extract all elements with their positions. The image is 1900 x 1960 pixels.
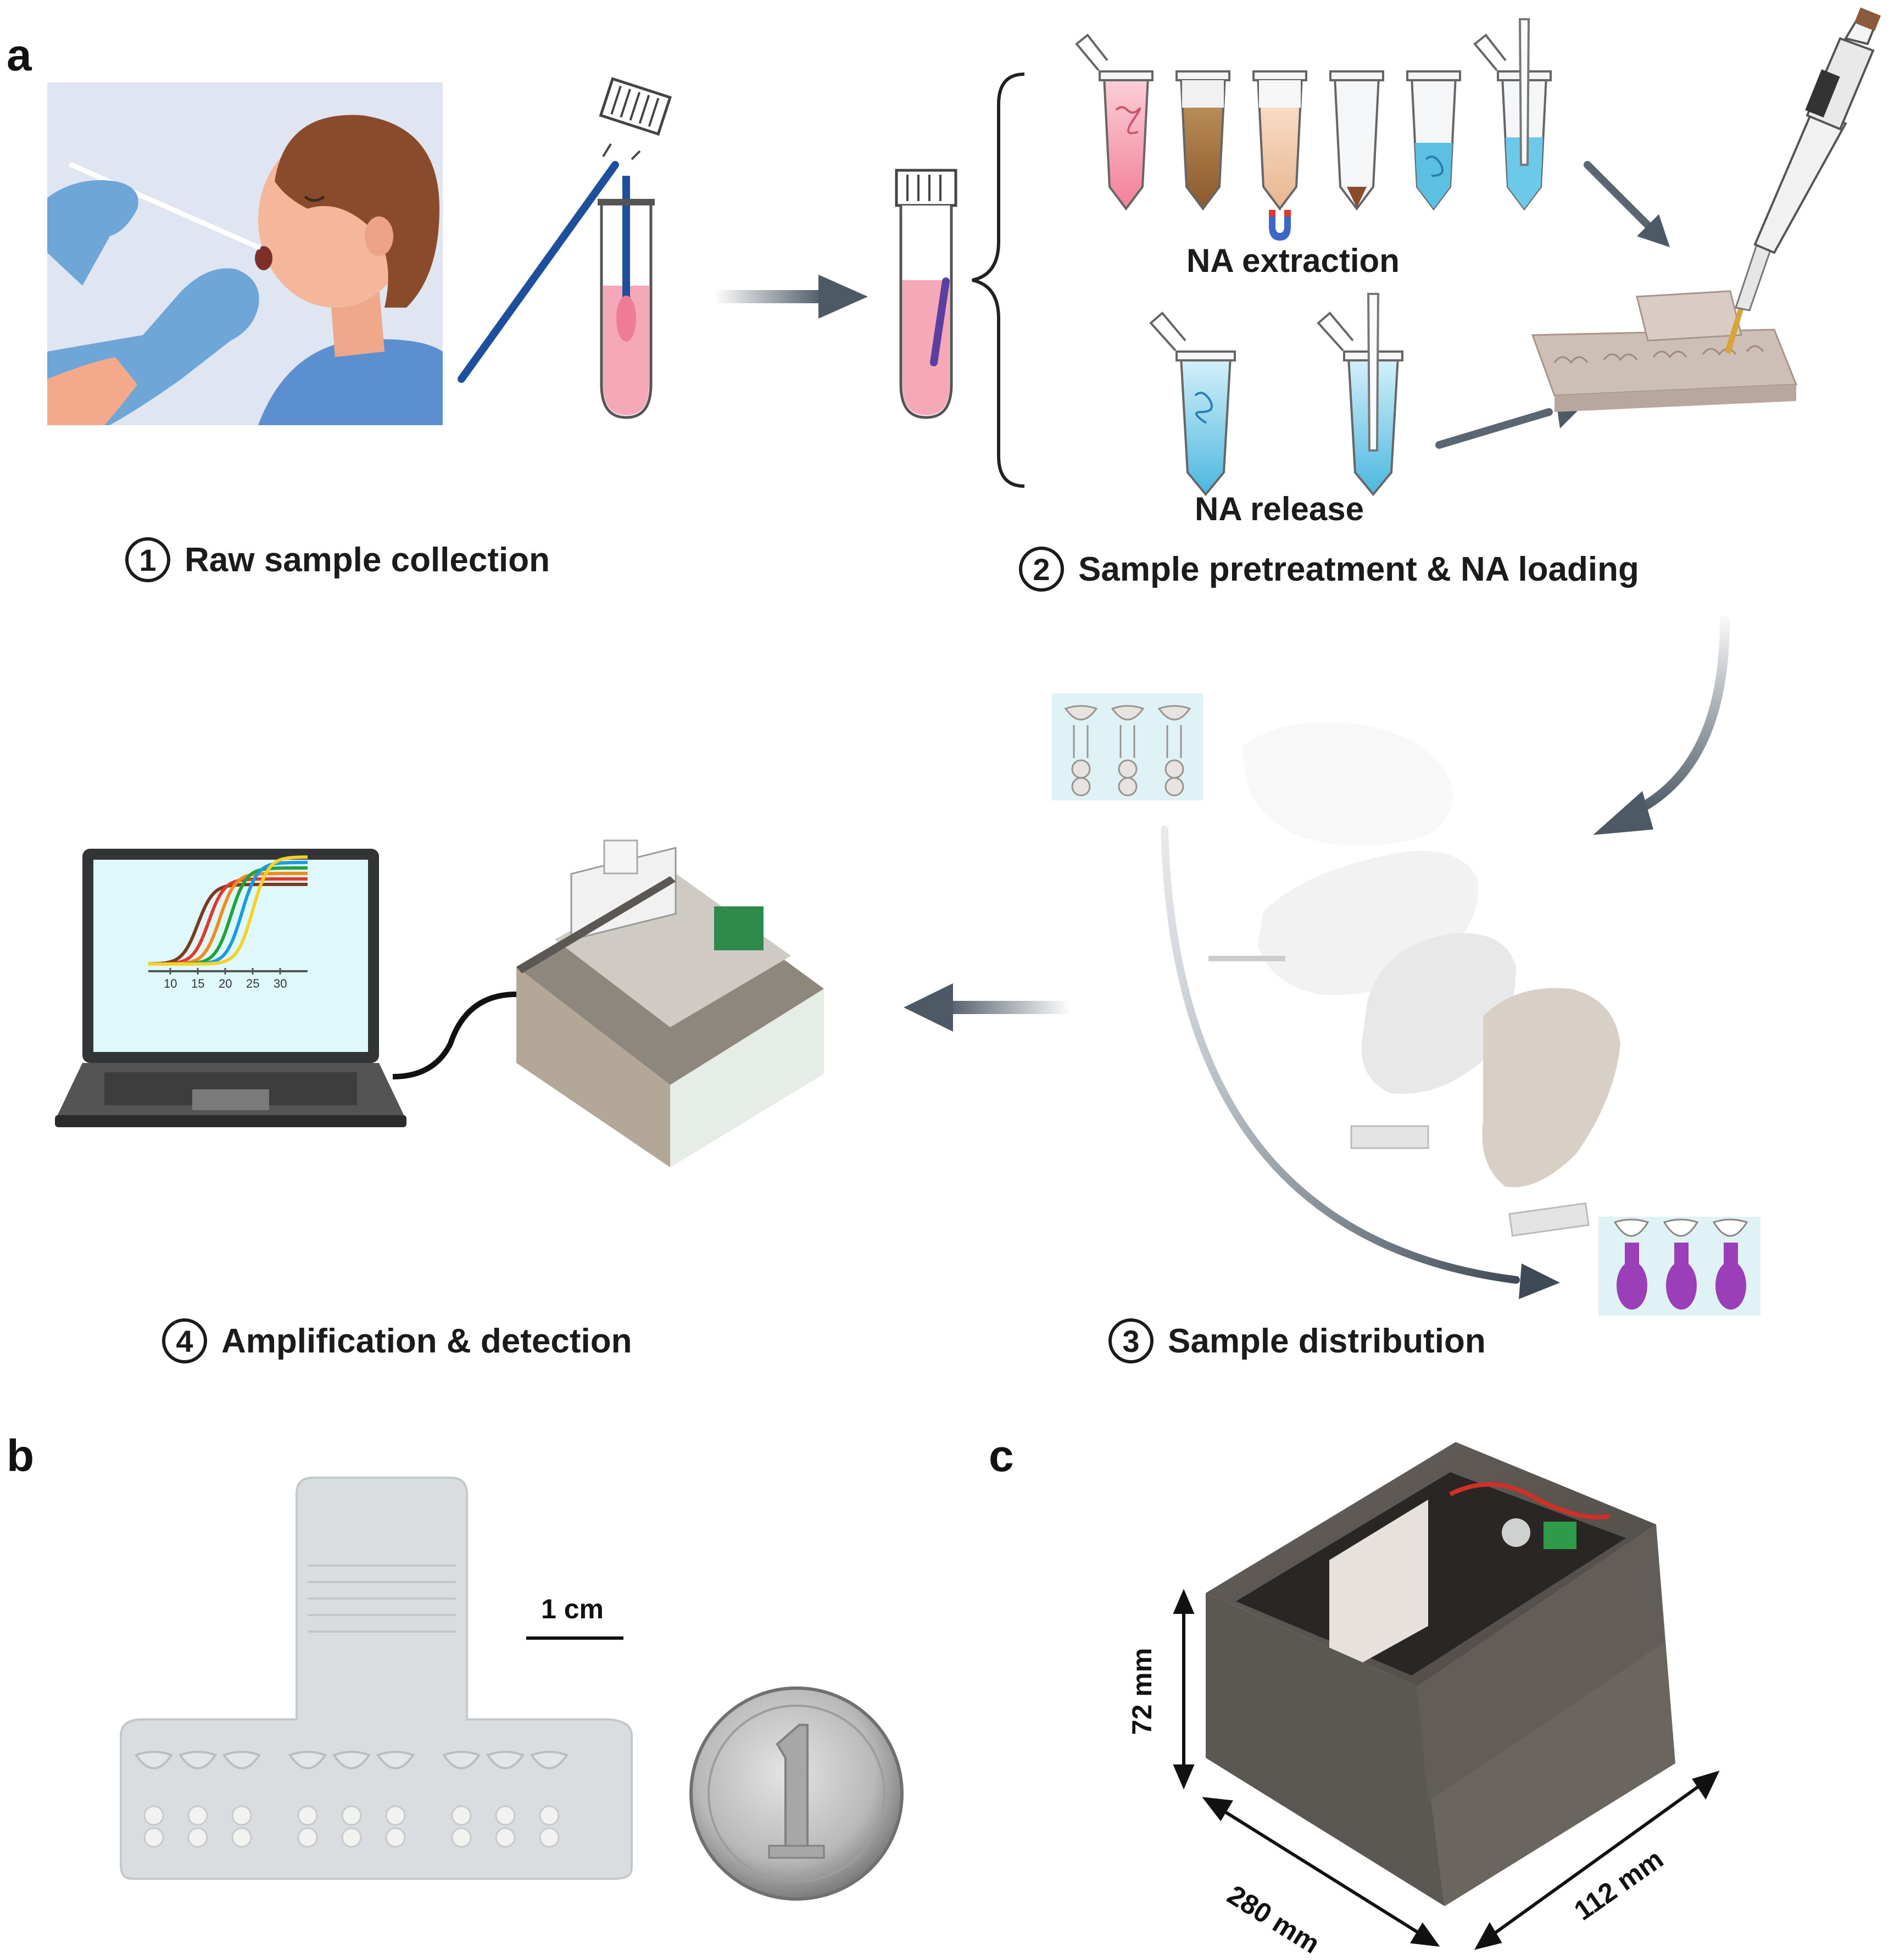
laptop-tick-15: 15 [191, 977, 205, 990]
panel-label-c: c [989, 1431, 1014, 1481]
illustration-device [516, 839, 824, 1167]
chip-well-cup [178, 1751, 218, 1769]
label-na-extraction: NA extraction [1186, 242, 1400, 279]
step-2-number: 2 [1019, 547, 1064, 592]
chip-well-cup [332, 1751, 371, 1769]
chip-well-cup [530, 1751, 569, 1769]
chip-reaction-well [495, 1827, 516, 1848]
scale-bar-label: 1 cm [541, 1594, 604, 1624]
photo-coin [689, 1686, 904, 1901]
chip-reaction-well [143, 1827, 164, 1848]
photo-chip [120, 1477, 633, 1880]
step-1-label: 1 Raw sample collection [125, 537, 550, 582]
usb-cable [392, 992, 517, 1079]
step-4-text: Amplification & detection [221, 1322, 632, 1360]
illustration-swab-tube [458, 77, 672, 419]
chip-reaction-well [297, 1827, 318, 1848]
illustration-laptop [55, 849, 406, 1127]
photo-device [1206, 1442, 1675, 1906]
chip-reaction-well [539, 1827, 560, 1848]
dimension-arrows [1173, 1589, 1720, 1950]
label-na-release: NA release [1195, 491, 1364, 527]
chip-well-cup [222, 1751, 261, 1769]
step-1-number: 1 [125, 537, 170, 582]
chip-well-cup [134, 1751, 174, 1769]
step-2-text: Sample pretreatment & NA loading [1078, 550, 1639, 588]
chip-reaction-well [231, 1805, 252, 1826]
chip-reaction-well [495, 1805, 516, 1826]
chip-well-cup [376, 1751, 415, 1769]
chip-top-view [1052, 693, 1203, 800]
chip-well-cup [288, 1751, 327, 1769]
step-3-label: 3 Sample distribution [1108, 1318, 1486, 1363]
arrow-to-detection [904, 983, 1071, 1032]
tubes-na-extraction [1075, 18, 1552, 241]
chip-reaction-well [341, 1827, 362, 1848]
chip-reaction-well [385, 1827, 406, 1848]
step-3-text: Sample distribution [1168, 1322, 1486, 1360]
chip-wells [134, 1751, 569, 1848]
step-2-label: 2 Sample pretreatment & NA loading [1019, 547, 1639, 592]
arrow-to-distribution [1593, 616, 1730, 835]
laptop-tick-25: 25 [246, 977, 260, 990]
chip-reaction-well [231, 1827, 252, 1848]
chip-reaction-well [451, 1827, 472, 1848]
step-1-text: Raw sample collection [185, 541, 550, 579]
amplification-curves [148, 855, 308, 966]
dimension-height: 72 mm [1127, 1647, 1158, 1735]
laptop-tick-20: 20 [219, 977, 232, 990]
illustration-sealed-tube [895, 169, 957, 419]
chip-reaction-well [297, 1805, 318, 1826]
chip-reaction-well [143, 1805, 164, 1826]
chip-reaction-well [341, 1805, 362, 1826]
tubes-na-release [1149, 293, 1403, 497]
gloved-hands-sequence [1208, 722, 1620, 1237]
chip-reaction-well [385, 1805, 406, 1826]
chip-reaction-well [187, 1827, 208, 1848]
laptop-tick-30: 30 [274, 977, 287, 990]
amplification-curve [148, 855, 308, 966]
step-3-number: 3 [1108, 1318, 1154, 1363]
step-4-number: 4 [162, 1318, 207, 1363]
illustration-swab-collection [47, 82, 443, 425]
arrow-to-sealed-tube [714, 275, 868, 319]
chip-well-cup [486, 1751, 525, 1769]
laptop-tick-10: 10 [164, 977, 177, 990]
arrow-to-filled-chip [1161, 826, 1560, 1299]
step-4-label: 4 Amplification & detection [162, 1318, 632, 1363]
panel-label-a: a [7, 30, 32, 80]
illustration-pipette-chip [1531, 7, 1881, 412]
chip-filled-purple [1598, 1217, 1760, 1316]
chip-well-cup [442, 1751, 481, 1769]
chip-reaction-well [187, 1805, 208, 1826]
brace [972, 73, 1025, 488]
panel-label-b: b [7, 1431, 35, 1481]
chip-reaction-well [539, 1805, 560, 1826]
chip-reaction-well [451, 1805, 472, 1826]
